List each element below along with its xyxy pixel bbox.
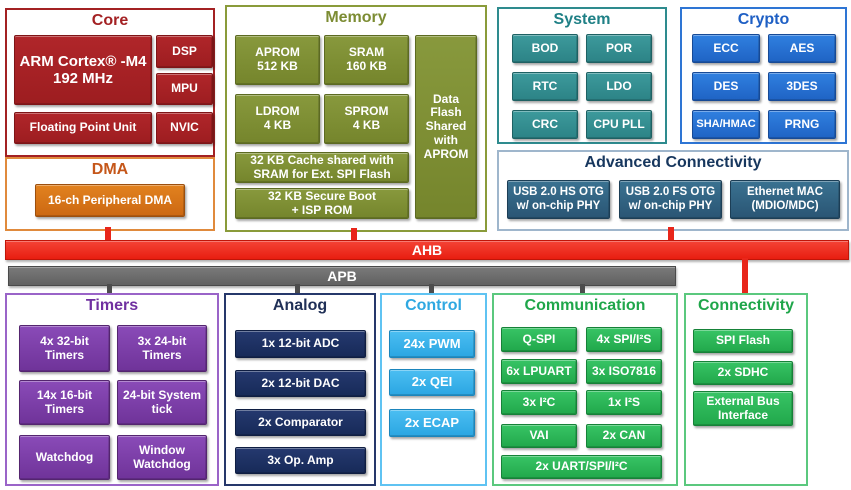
crypto-title: Crypto <box>737 11 790 28</box>
i2s-block: 1x I²S <box>586 390 662 415</box>
lpuart-block: 6x LPUART <box>501 359 577 384</box>
dma-title: DMA <box>91 161 129 178</box>
cache-block: 32 KB Cache shared with SRAM for Ext. SP… <box>235 152 409 183</box>
bod-block: BOD <box>512 34 578 63</box>
qei-block: 2x QEI <box>389 369 475 396</box>
prng-block: PRNG <box>768 110 836 139</box>
communication-block: Communication Q-SPI 4x SPI/I²S 6x LPUART… <box>492 293 678 486</box>
timers-32bit-block: 4x 32-bit Timers <box>19 325 110 372</box>
iso7816-block: 3x ISO7816 <box>586 359 662 384</box>
i2c-block: 3x I²C <box>501 390 577 415</box>
connector-dma-ahb <box>105 227 111 241</box>
mpu-block: MPU <box>156 73 213 105</box>
core-block: Core ARM Cortex® -M4 192 MHz DSP MPU Flo… <box>5 8 215 157</box>
external-bus-interface-block: External Bus Interface <box>693 391 793 426</box>
communication-title: Communication <box>524 297 646 314</box>
usb-hs-otg-block: USB 2.0 HS OTG w/ on-chip PHY <box>507 180 610 219</box>
3des-block: 3DES <box>768 72 836 101</box>
crypto-block: Crypto ECC AES DES 3DES SHA/HMAC PRNG <box>680 7 847 144</box>
nvic-block: NVIC <box>156 112 213 144</box>
system-title: System <box>553 11 611 28</box>
core-title: Core <box>91 12 129 29</box>
comparator-block: 2x Comparator <box>235 409 366 436</box>
vai-block: VAI <box>501 424 577 448</box>
sha-hmac-block: SHA/HMAC <box>692 110 760 139</box>
pwm-block: 24x PWM <box>389 330 475 358</box>
ecap-block: 2x ECAP <box>389 409 475 437</box>
crc-block: CRC <box>512 110 578 139</box>
peripheral-dma-block: 16-ch Peripheral DMA <box>35 184 185 217</box>
sdhc-block: 2x SDHC <box>693 361 793 385</box>
por-block: POR <box>586 34 652 63</box>
uart-spi-i2c-block: 2x UART/SPI/I²C <box>501 455 662 479</box>
connector-advconn-ahb <box>668 227 674 241</box>
spi-flash-block: SPI Flash <box>693 329 793 353</box>
connectivity-block: Connectivity SPI Flash 2x SDHC External … <box>684 293 808 486</box>
memory-block: Memory APROM 512 KB SRAM 160 KB LDROM 4 … <box>225 5 487 232</box>
watchdog-block: Watchdog <box>19 435 110 480</box>
qspi-block: Q-SPI <box>501 327 577 352</box>
system-block: System BOD POR RTC LDO CRC CPU PLL <box>497 7 667 144</box>
dma-block: DMA 16-ch Peripheral DMA <box>5 157 215 231</box>
rtc-block: RTC <box>512 72 578 101</box>
memory-title: Memory <box>325 9 387 26</box>
analog-block: Analog 1x 12-bit ADC 2x 12-bit DAC 2x Co… <box>224 293 376 486</box>
systick-block: 24-bit System tick <box>117 380 207 425</box>
timers-16bit-block: 14x 16-bit Timers <box>19 380 110 425</box>
sram-block: SRAM 160 KB <box>324 35 409 85</box>
des-block: DES <box>692 72 760 101</box>
connector-memory-ahb <box>351 228 357 241</box>
ecc-block: ECC <box>692 34 760 63</box>
dsp-block: DSP <box>156 35 213 68</box>
dac-block: 2x 12-bit DAC <box>235 370 366 397</box>
ldo-block: LDO <box>586 72 652 101</box>
connector-apb-communication <box>580 284 585 294</box>
data-flash-block: Data Flash Shared with APROM <box>415 35 477 219</box>
timers-24bit-block: 3x 24-bit Timers <box>117 325 207 372</box>
fpu-block: Floating Point Unit <box>14 112 152 144</box>
connector-apb-control <box>429 284 434 294</box>
apb-bus: APB <box>8 266 676 286</box>
ahb-bus: AHB <box>5 240 849 260</box>
ethernet-mac-block: Ethernet MAC (MDIO/MDC) <box>730 180 840 219</box>
aes-block: AES <box>768 34 836 63</box>
aprom-block: APROM 512 KB <box>235 35 320 85</box>
connectivity-title: Connectivity <box>697 297 794 314</box>
connector-apb-timers <box>107 284 112 294</box>
connector-ahb-connectivity <box>742 258 748 293</box>
spi-i2s-block: 4x SPI/I²S <box>586 327 662 352</box>
opamp-block: 3x Op. Amp <box>235 447 366 474</box>
control-title: Control <box>405 297 462 314</box>
secure-boot-rom-block: 32 KB Secure Boot + ISP ROM <box>235 188 409 219</box>
window-watchdog-block: Window Watchdog <box>117 435 207 480</box>
analog-title: Analog <box>272 297 328 314</box>
timers-title: Timers <box>85 297 139 314</box>
can-block: 2x CAN <box>586 424 662 448</box>
advanced-connectivity-title: Advanced Connectivity <box>584 154 762 171</box>
ldrom-block: LDROM 4 KB <box>235 94 320 144</box>
control-block: Control 24x PWM 2x QEI 2x ECAP <box>380 293 487 486</box>
adc-block: 1x 12-bit ADC <box>235 330 366 358</box>
cpu-pll-block: CPU PLL <box>586 110 652 139</box>
arm-cortex-m4-block: ARM Cortex® -M4 192 MHz <box>14 35 152 105</box>
sprom-block: SPROM 4 KB <box>324 94 409 144</box>
timers-block: Timers 4x 32-bit Timers 3x 24-bit Timers… <box>5 293 219 486</box>
usb-fs-otg-block: USB 2.0 FS OTG w/ on-chip PHY <box>619 180 722 219</box>
advanced-connectivity-block: Advanced Connectivity USB 2.0 HS OTG w/ … <box>497 150 849 231</box>
connector-apb-analog <box>295 284 300 294</box>
